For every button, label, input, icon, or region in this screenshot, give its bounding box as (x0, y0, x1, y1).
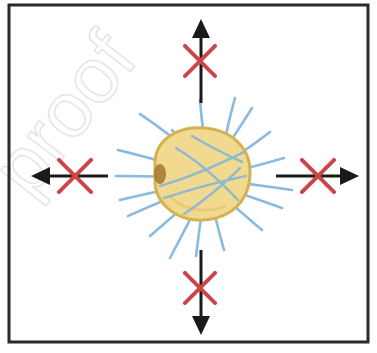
arrow-icon (192, 19, 210, 38)
watermark-text: proof (0, 16, 153, 211)
cell-nucleus (154, 164, 166, 184)
arrow-icon (192, 316, 210, 335)
arrow-icon (340, 167, 359, 185)
